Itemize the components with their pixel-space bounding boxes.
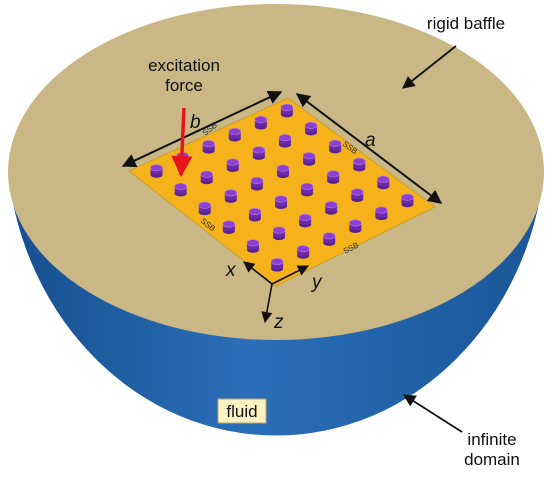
resonator — [350, 188, 364, 202]
resonator — [377, 175, 390, 190]
axis-x-label: x — [225, 260, 237, 281]
resonator — [272, 226, 286, 241]
fluid-label-box — [217, 398, 267, 424]
dimension-label-b: b — [190, 112, 201, 133]
resonator — [328, 139, 342, 154]
resonator — [228, 128, 242, 142]
excitation-force-label-line1: excitation — [148, 56, 220, 75]
rigid-baffle-pointer — [402, 45, 457, 89]
resonator — [246, 239, 260, 253]
resonator — [300, 182, 314, 197]
axis-z-label: z — [273, 312, 284, 333]
fluid-label: fluid — [226, 402, 257, 421]
axis-x-arrow — [243, 261, 273, 285]
infinite-domain-label-line2: domain — [464, 450, 520, 469]
resonator — [375, 206, 388, 221]
resonator — [198, 201, 212, 216]
resonator — [270, 258, 284, 272]
infinite-domain-pointer — [402, 394, 463, 433]
resonator — [226, 158, 240, 173]
resonator — [302, 152, 316, 166]
resonator — [322, 232, 336, 246]
excitation-force-arrow — [171, 107, 193, 178]
resonator — [222, 220, 236, 235]
resonator — [349, 219, 362, 233]
resonator — [352, 157, 366, 172]
axis-y-arrow — [271, 265, 310, 285]
axis-z-arrow — [261, 283, 273, 324]
resonator — [250, 177, 264, 191]
axis-y-label: y — [310, 272, 323, 293]
resonator — [202, 140, 215, 154]
resonator — [304, 121, 318, 136]
resonator — [174, 183, 187, 197]
resonator — [224, 189, 238, 203]
resonator — [280, 103, 294, 118]
dimension-arrow-b — [121, 91, 283, 167]
resonator — [200, 170, 214, 185]
dimension-arrow-a — [295, 93, 443, 204]
infinite-domain-label-line1: infinite — [467, 430, 516, 449]
excitation-force-label-line2: force — [165, 76, 203, 95]
rigid-baffle-label: rigid baffle — [427, 14, 505, 33]
dimension-label-a: a — [365, 130, 376, 151]
resonator — [276, 164, 290, 179]
resonator — [296, 245, 310, 259]
resonator — [254, 115, 268, 130]
resonator — [252, 146, 266, 160]
resonator — [401, 193, 414, 208]
resonator — [278, 134, 292, 148]
resonator — [274, 195, 288, 209]
resonator — [150, 164, 163, 178]
resonator — [298, 213, 312, 228]
resonator — [326, 170, 340, 184]
coordinate-axes: x y z — [225, 260, 323, 333]
resonator — [324, 201, 338, 215]
resonator — [248, 208, 262, 222]
